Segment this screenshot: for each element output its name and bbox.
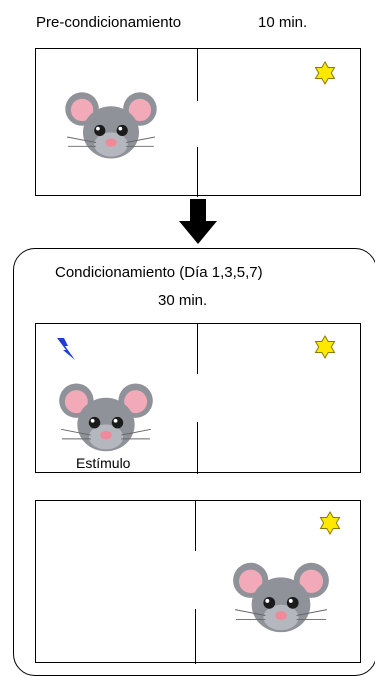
mouse-face-icon xyxy=(58,372,154,458)
no-stimulus-divider-top xyxy=(195,501,196,551)
pre-divider-bottom xyxy=(197,147,198,197)
star-icon xyxy=(318,511,342,535)
stimulus-divider-top xyxy=(197,324,198,374)
mouse-face-icon xyxy=(232,551,330,639)
stimulus-label: Estímulo xyxy=(76,455,131,471)
pre-title: Pre-condicionamiento xyxy=(36,14,182,31)
stimulus-divider-bottom xyxy=(197,422,198,474)
conditioning-chamber-no-stimulus xyxy=(35,500,361,664)
arrow-down-icon xyxy=(179,199,217,244)
conditioning-title: Condicionamiento (Día 1,3,5,7) xyxy=(55,264,263,281)
conditioning-duration: 30 min. xyxy=(158,292,208,309)
pre-divider-top xyxy=(197,49,198,101)
star-icon xyxy=(313,61,337,85)
no-stimulus-divider-bottom xyxy=(195,609,196,664)
star-icon xyxy=(313,335,337,359)
conditioning-chamber-stimulus: Estímulo xyxy=(35,323,361,474)
mouse-face-icon xyxy=(64,81,158,165)
lightning-icon xyxy=(57,338,75,360)
pre-duration: 10 min. xyxy=(258,14,308,31)
pre-chamber xyxy=(35,48,361,197)
